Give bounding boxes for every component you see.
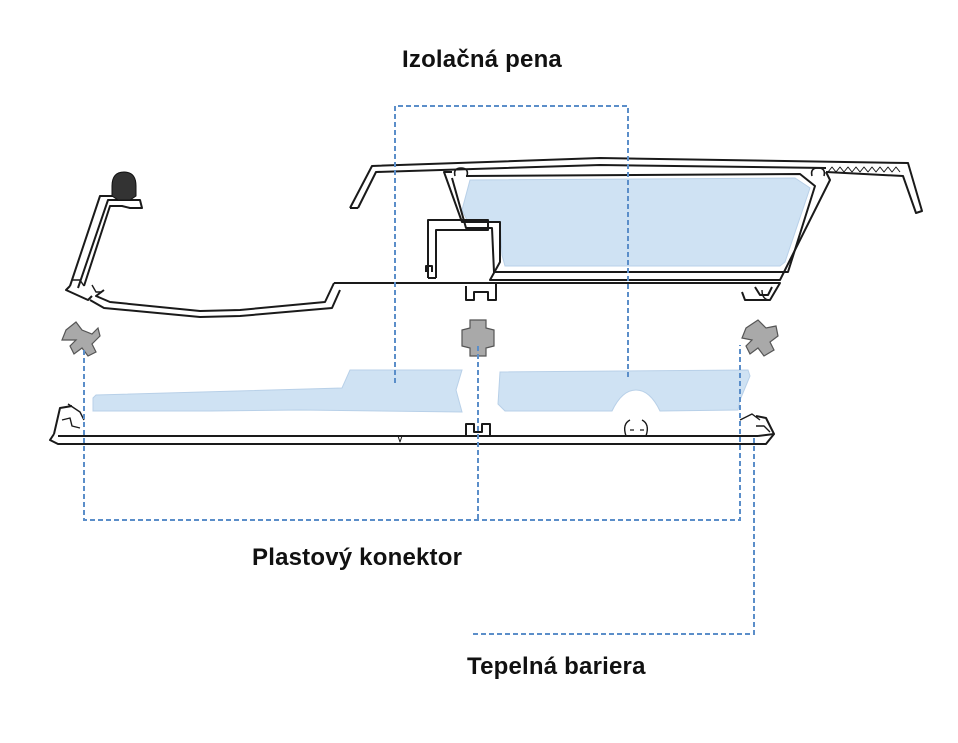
insulating-foam-fills xyxy=(92,177,811,413)
leader-connector xyxy=(83,345,741,521)
leader-foam xyxy=(394,105,629,383)
foam-lower-right xyxy=(497,369,751,412)
plastic-connector-label: Plastový konektor xyxy=(252,544,463,571)
insulating-foam-label: Izolačná pena xyxy=(402,46,562,73)
foam-upper-chamber xyxy=(461,177,811,267)
connector-center xyxy=(461,319,495,357)
lower-frame-profile xyxy=(49,403,775,445)
connector-right xyxy=(741,319,779,357)
plastic-connectors xyxy=(61,319,779,357)
connector-left xyxy=(61,321,101,357)
leader-lines xyxy=(83,105,755,635)
upper-sash-profile xyxy=(65,157,923,318)
leader-barrier xyxy=(470,438,755,635)
foam-lower-left xyxy=(92,369,463,413)
thermal-barrier-label: Tepelná bariera xyxy=(467,653,646,680)
rubber-gasket xyxy=(111,171,137,201)
